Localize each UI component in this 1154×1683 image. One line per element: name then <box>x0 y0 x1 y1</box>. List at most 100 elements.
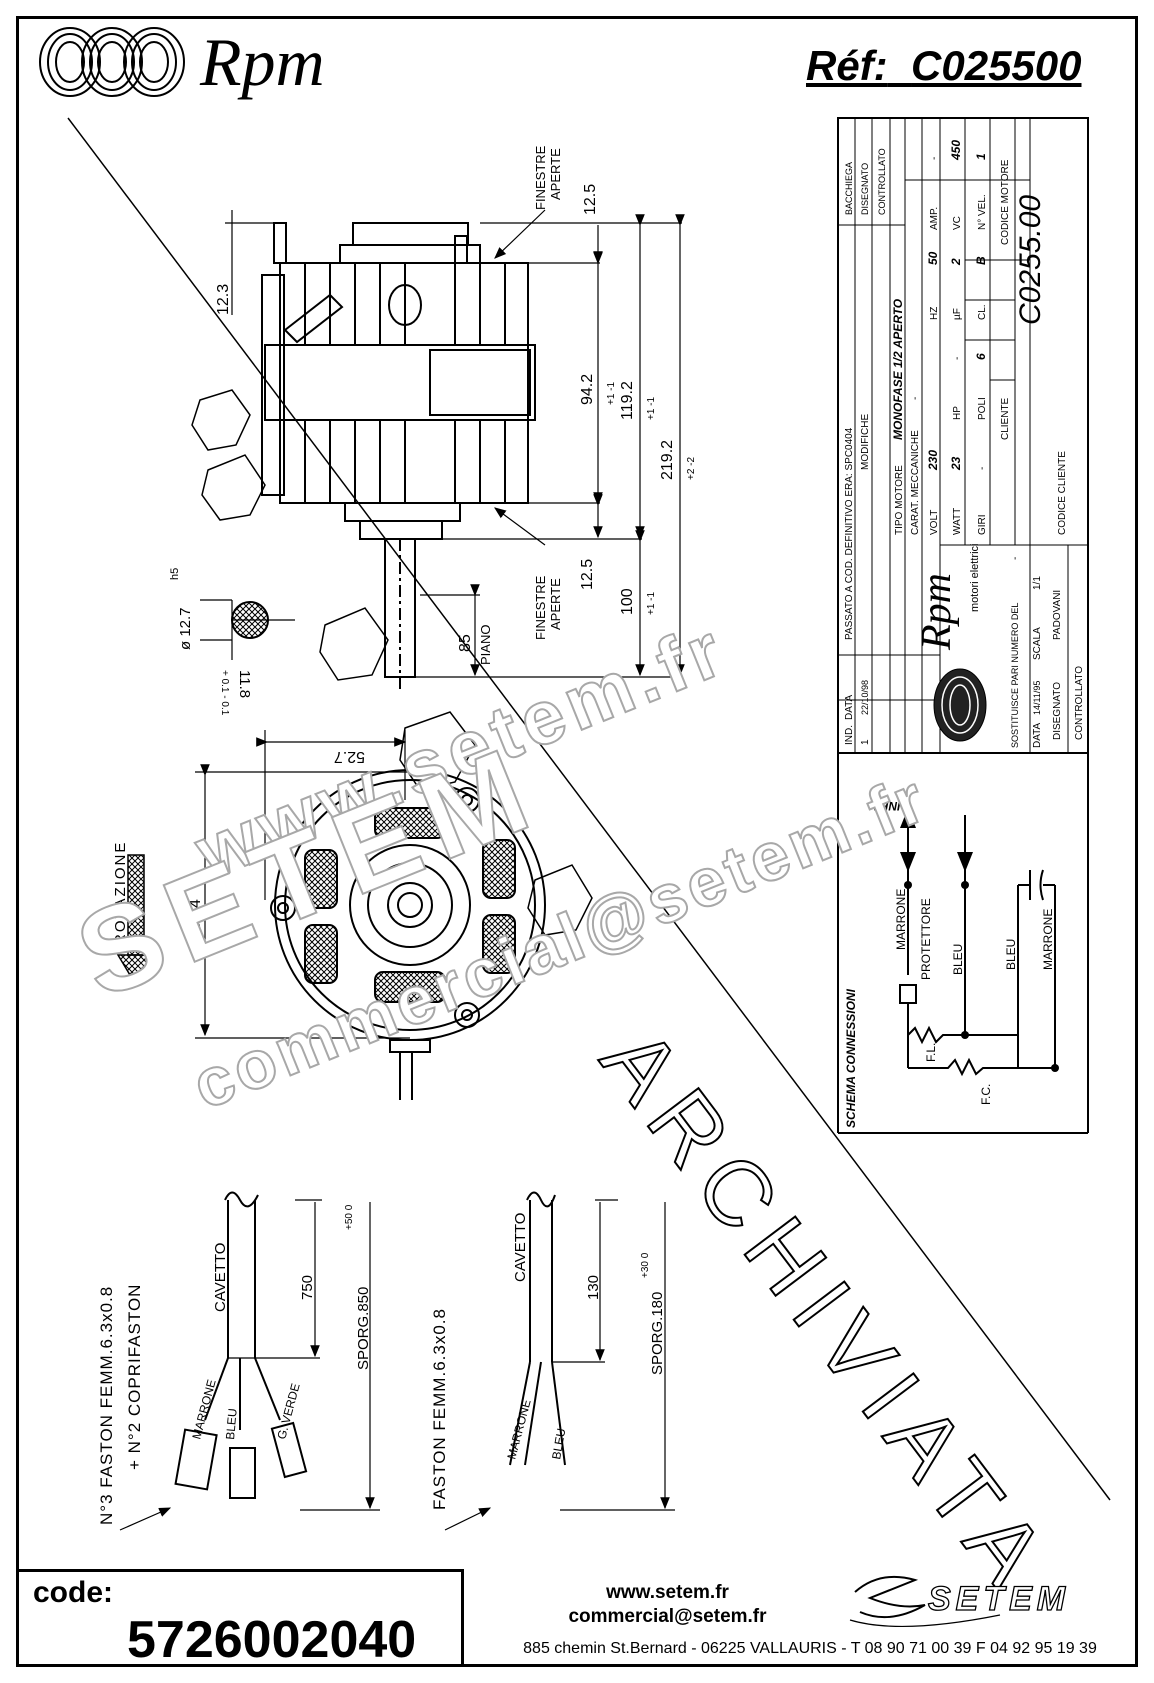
motor-side-view <box>261 222 536 690</box>
bleu-schema-1: BLEU <box>951 944 965 975</box>
cavetto-right: CAVETTO <box>512 1213 529 1282</box>
schema-title: SCHEMA CONNESSIONI <box>844 988 858 1128</box>
tipo-motore-label: TIPO MOTORE <box>894 465 905 535</box>
bleu-left: BLEU <box>223 1408 240 1440</box>
left-cable-title: N°3 FASTON FEMM.6.3x0.8 <box>97 1286 116 1525</box>
cliente-label: CLIENTE <box>1000 397 1011 440</box>
scala-label: SCALA <box>1032 627 1043 660</box>
title-block-brand: Rpm <box>914 573 960 651</box>
watermark-blobs <box>191 389 593 936</box>
setem-swoosh-icon <box>854 1575 926 1619</box>
piano-label: PIANO <box>478 625 493 665</box>
rev-by: BACCHIEGA <box>844 162 854 215</box>
header-reference: Réf: C025500 <box>806 42 1082 90</box>
left-cable-title2: + N°2 COPRIFASTON <box>125 1284 144 1470</box>
amp-label: AMP. <box>929 207 940 230</box>
dim-100-tol: +1 -1 <box>646 591 657 615</box>
sporg-180: SPORG.180 <box>649 1292 666 1375</box>
shaft-section <box>200 599 295 660</box>
ref-label: Réf: <box>806 42 888 89</box>
marrone-schema-1: MARRONE <box>894 889 908 950</box>
fc-label: F.C. <box>979 1084 993 1105</box>
nvel-value: 1 <box>974 153 988 160</box>
code-box: code: 5726002040 <box>16 1569 464 1669</box>
connection-schema-wires <box>899 808 1056 1077</box>
dim-96-4: ø96.4 <box>187 899 204 940</box>
marrone-left: MARRONE <box>189 1378 218 1441</box>
vc-label: VC <box>952 216 963 230</box>
rev-text: PASSATO A COD. DEFINITIVO ERA: SPC0404 <box>844 427 855 640</box>
flat-dimension: 11.8 <box>236 670 253 698</box>
sporg-180-tol: +30 0 <box>640 1252 651 1278</box>
rotation-arrow-icon <box>116 854 156 987</box>
protettore-label: PROTETTORE <box>919 898 933 980</box>
cable-right-drawing <box>444 1191 675 1531</box>
rev-data-header: DATA <box>844 694 855 720</box>
carat-label: CARAT. MECCANICHE <box>910 430 921 535</box>
code-value: 5726002040 <box>127 1611 417 1669</box>
volt-value: 230 <box>926 450 940 471</box>
title-block-brand-sub: motori elettrici <box>969 544 981 612</box>
rotazione-label: ROTAZIONE <box>112 841 129 945</box>
dim-94-2: 94.2 <box>579 374 596 405</box>
front-dimension-lines <box>195 730 410 1039</box>
uf-label: µF <box>952 308 963 320</box>
header-brand: Rpm <box>200 24 325 100</box>
vc-value: 450 <box>949 140 963 161</box>
sporg-850-tol: +50 0 <box>344 1204 355 1230</box>
dim-100: 100 <box>619 588 636 615</box>
controllato-header: CONTROLLATO <box>877 148 887 215</box>
tipo-motore-value: MONOFASE 1/2 APERTO <box>891 298 905 440</box>
watt-value: 23 <box>949 456 963 471</box>
flat-tolerance: + 0.1 - 0.1 <box>219 670 230 716</box>
controllato-label: CONTROLLATO <box>1074 666 1085 740</box>
drawing-sheet <box>16 16 1138 1667</box>
rpm-coil-logo <box>39 27 185 97</box>
hz-label: HZ <box>929 307 940 320</box>
fl-label: F.L. <box>924 1043 938 1062</box>
archive-diagonal-line <box>67 117 1111 1501</box>
email-link[interactable]: commercial@setem.fr <box>568 1606 767 1627</box>
shaft-tolerance: h5 <box>169 568 181 580</box>
shaft-diameter: ø 12.7 <box>177 607 194 650</box>
poli-label: POLI <box>977 397 988 420</box>
hz-value: 50 <box>926 251 940 265</box>
codice-cliente-label: CODICE CLIENTE <box>1057 451 1068 535</box>
dim-219-2: 219.2 <box>659 440 676 480</box>
cl-label: CL. <box>977 304 988 320</box>
aperte-bottom: APERTE <box>548 578 563 630</box>
cavetto-left: CAVETTO <box>212 1243 229 1312</box>
giri-label: GIRI <box>977 514 988 535</box>
ref-value: C025500 <box>911 42 1082 89</box>
dim-94-2-tol: +1 -1 <box>606 381 617 405</box>
finestre-top: FINESTRE <box>533 145 548 210</box>
sostituisce-value: - <box>1010 557 1021 560</box>
giri-value: - <box>977 467 988 470</box>
scala-value: 1/1 <box>1032 576 1043 590</box>
motor-front-view <box>270 769 546 1100</box>
rev1-ind: 1 <box>860 739 871 745</box>
disegnato-value: PADOVANI <box>1052 590 1063 640</box>
title-block-coil-logo <box>933 668 987 742</box>
length-130: 130 <box>585 1275 602 1300</box>
volt-label: VOLT <box>929 510 940 535</box>
sostituisce-label: SOSTITUISCE PARI NUMERO DEL <box>1010 603 1020 748</box>
aperte-top: APERTE <box>548 148 563 200</box>
cl-value: B <box>974 256 988 265</box>
nvel-label: N° VEL. <box>977 194 988 230</box>
dim-12-5-top: 12.5 <box>582 184 599 215</box>
bleu-right: BLEU <box>549 1427 568 1460</box>
uf-value: 2 <box>949 258 963 266</box>
codice-motore-label: CODICE MOTORE <box>1000 159 1011 245</box>
carat-value: - <box>910 397 921 400</box>
length-750: 750 <box>299 1275 316 1300</box>
marrone-schema-2: MARRONE <box>1041 909 1055 970</box>
website-link[interactable]: www.setem.fr <box>606 1582 729 1603</box>
right-cable-title: FASTON FEMM.6.3x0.8 <box>430 1308 449 1510</box>
dim-85: 85 <box>457 634 474 652</box>
setem-watermark: www.setem.fr SETEM commercial@setem.fr <box>59 605 940 1125</box>
bleu-schema-2: BLEU <box>1004 939 1018 970</box>
modifiche-header: MODIFICHE <box>860 414 871 470</box>
